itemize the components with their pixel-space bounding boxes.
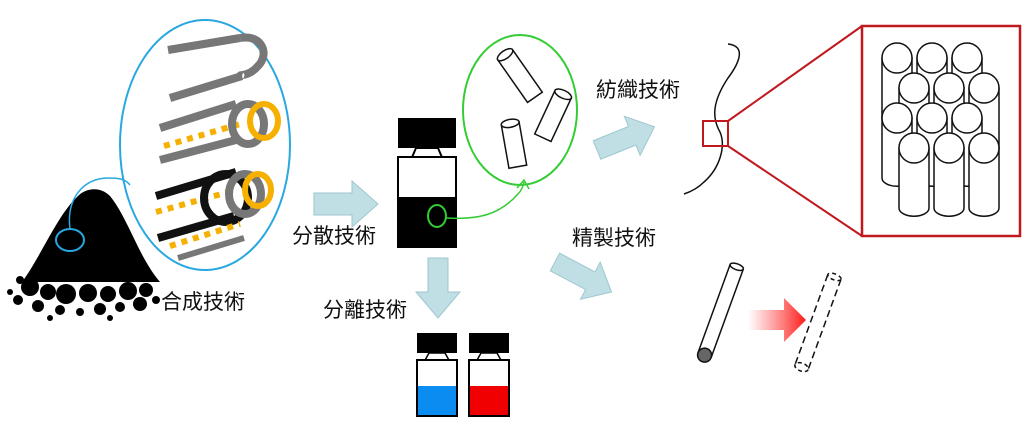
label-synthesis: 合成技術 xyxy=(161,290,245,314)
tube-before-refining xyxy=(696,262,745,363)
bundle-cylinders xyxy=(881,42,1000,217)
cylinder-icon xyxy=(496,47,544,104)
cylinder-icon xyxy=(533,88,573,143)
label-separation: 分離技術 xyxy=(323,298,407,322)
bundle-cylinder xyxy=(933,132,965,217)
blue-vial xyxy=(416,333,458,417)
dispersed-tubes-ellipse xyxy=(462,34,578,186)
dispersion-vial xyxy=(397,118,530,248)
tube-after-refining xyxy=(794,272,842,373)
label-spinning: 紡織技術 xyxy=(596,78,680,102)
refining-arrow-icon xyxy=(549,252,613,301)
spun-fiber xyxy=(683,25,863,237)
label-refining: 精製技術 xyxy=(572,226,656,250)
nanotube-multiwall xyxy=(154,168,274,242)
separation-arrow-icon xyxy=(414,257,462,319)
bundle-cylinder xyxy=(968,132,1000,217)
nanotube-open-ribbon xyxy=(167,33,268,102)
magnified-bundle xyxy=(860,24,1022,238)
refining-red-arrow-icon xyxy=(748,298,806,342)
dispersion-arrow-icon xyxy=(313,179,379,229)
spinning-arrow-icon xyxy=(592,115,656,160)
synthesis-nanotube-ellipse xyxy=(119,19,291,271)
label-dispersion: 分散技術 xyxy=(292,224,376,248)
cylinder-icon xyxy=(500,118,528,170)
nanotube-bottom xyxy=(169,221,245,261)
powder-pile xyxy=(7,177,160,321)
nanotube-rolling xyxy=(158,100,281,164)
red-vial xyxy=(468,333,510,417)
bundle-cylinder xyxy=(898,132,930,217)
